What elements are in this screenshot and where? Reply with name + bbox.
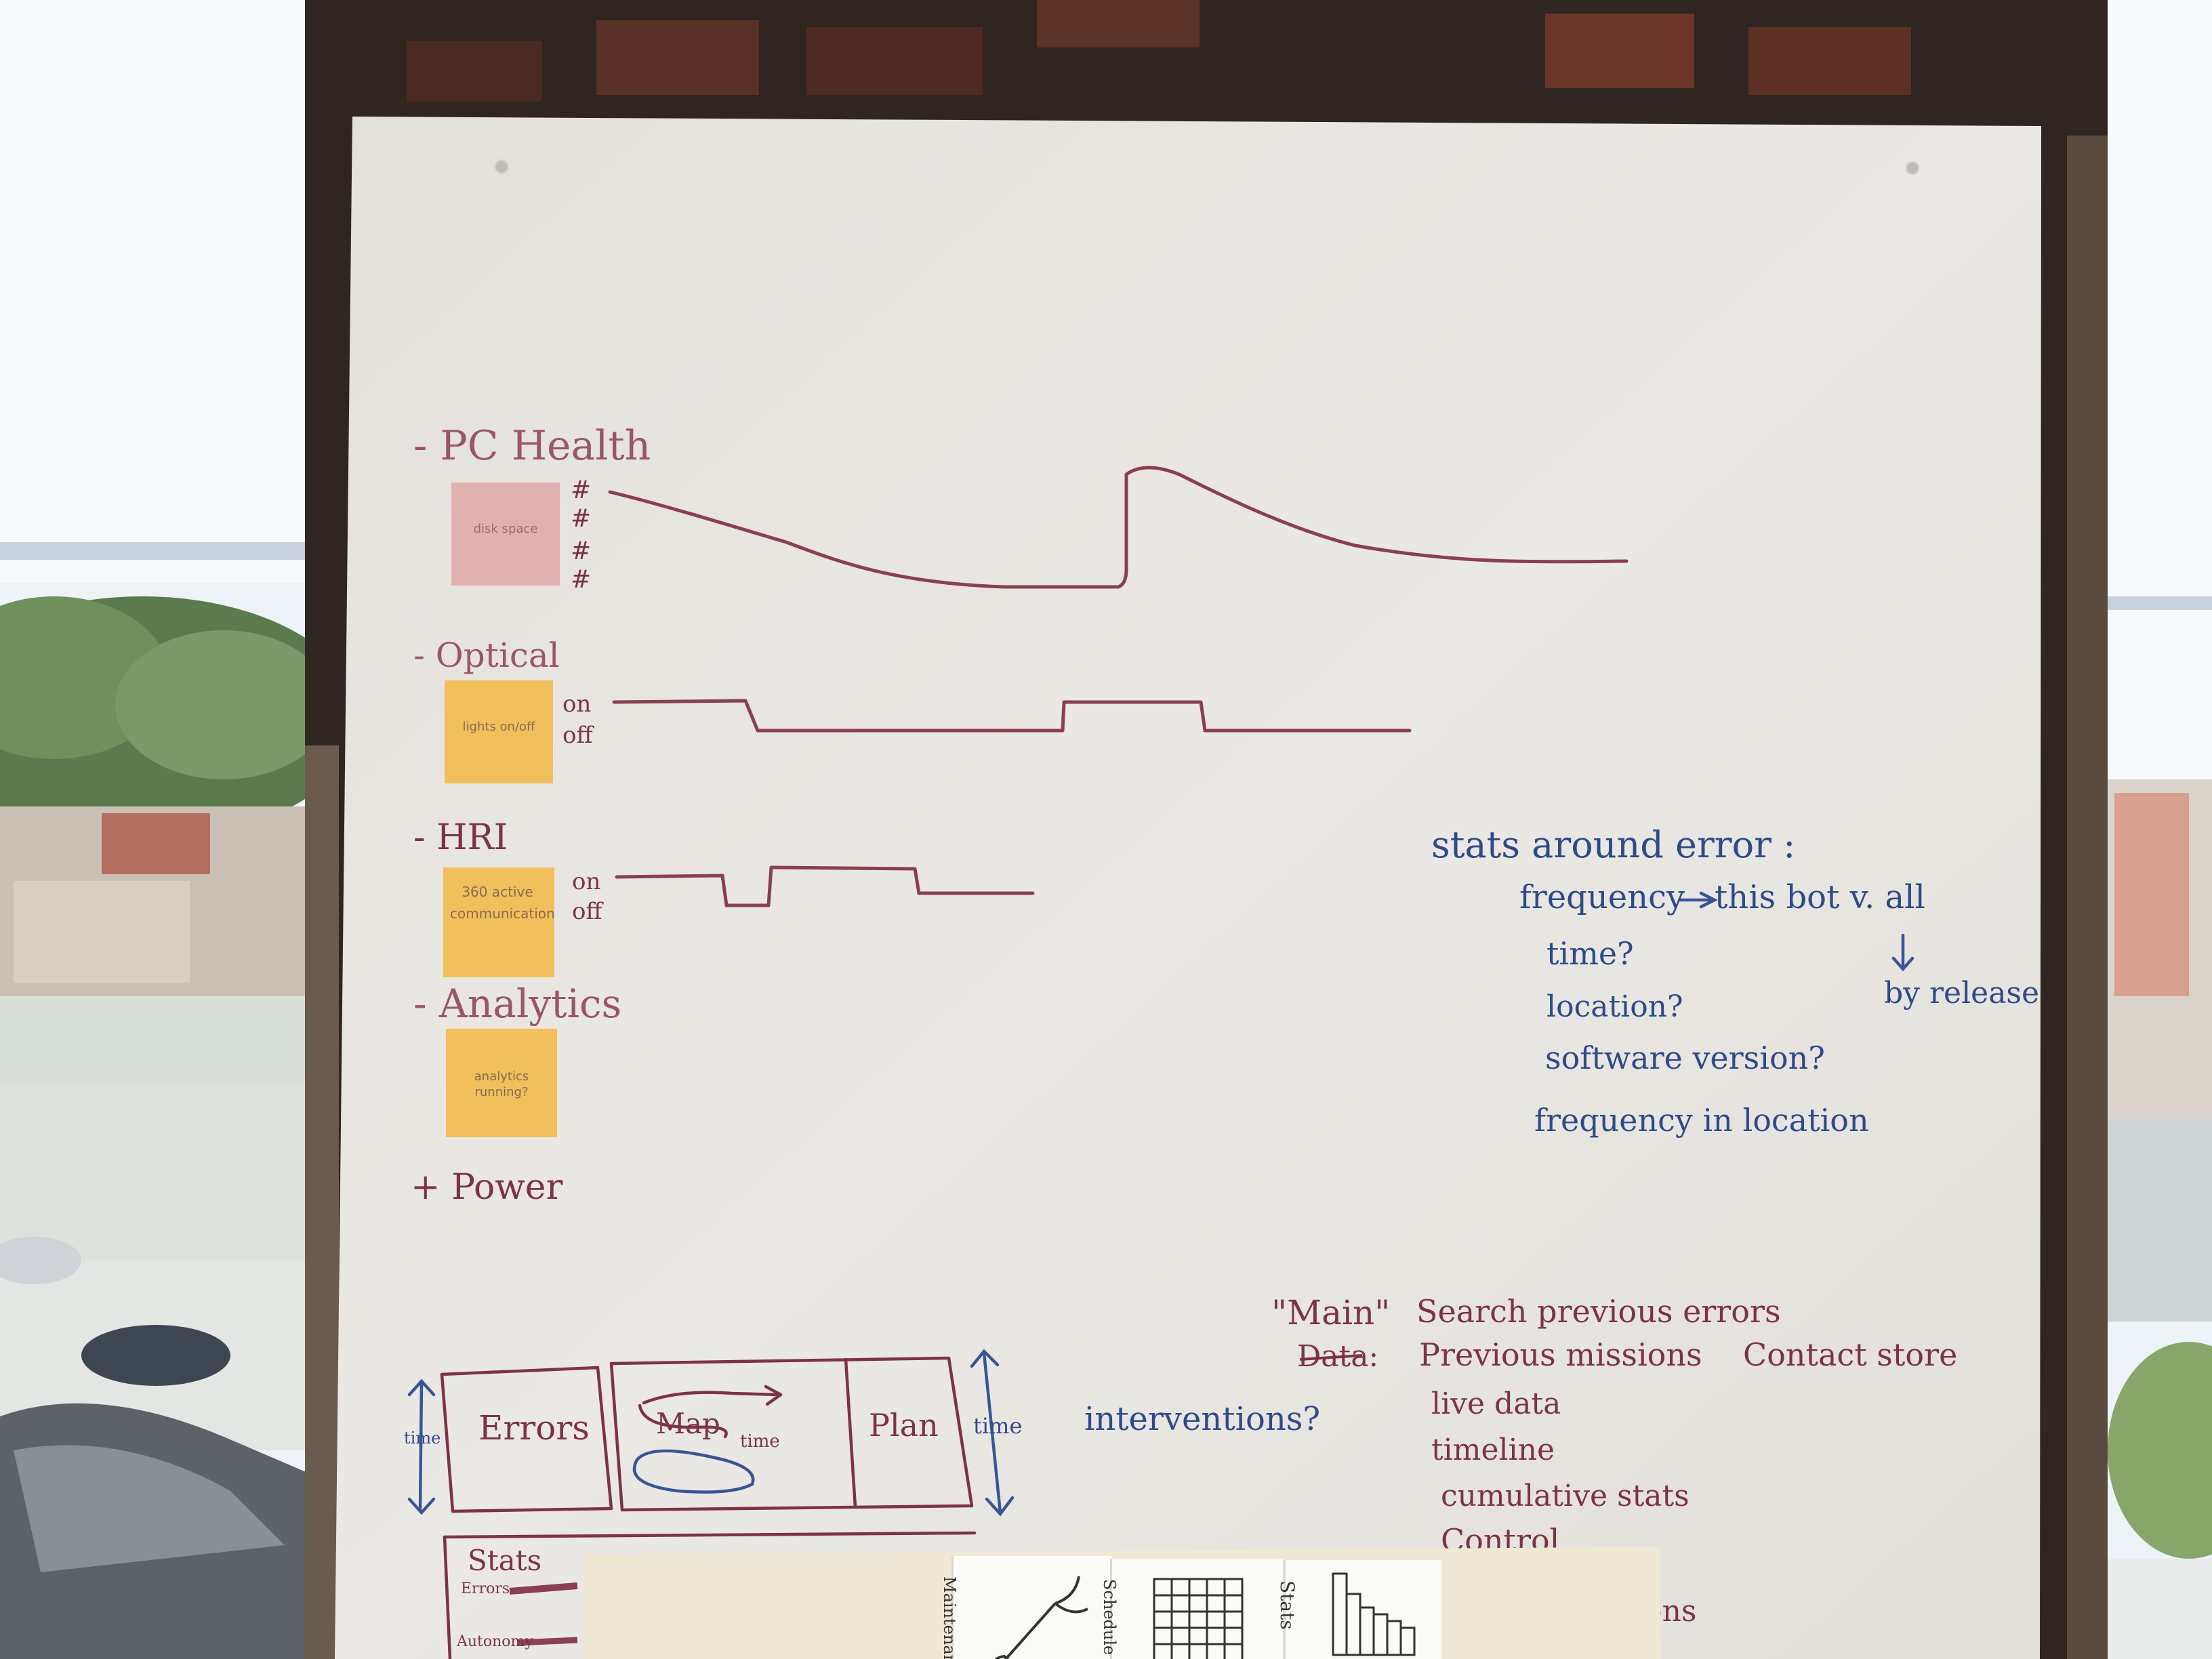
map-panel-frame	[609, 1356, 974, 1512]
timeline: timeline	[1431, 1433, 1555, 1467]
sticky-note-analytics: analytics running?	[446, 1029, 557, 1137]
axis-hash: #	[571, 537, 592, 565]
power-label: + Power	[411, 1167, 563, 1208]
plan-panel-label: Plan	[869, 1407, 939, 1443]
push-pin	[1907, 163, 1918, 173]
map-time-label: time	[740, 1431, 780, 1452]
paper-card-stats: Stats	[1276, 1560, 1441, 1659]
wrench-icon	[994, 1576, 1088, 1659]
map-route-arrow	[642, 1385, 783, 1406]
axis-hash: #	[571, 566, 592, 594]
hri-label: - HRI	[413, 817, 508, 858]
stats-line-comparison: this bot v. all	[1715, 878, 1925, 916]
axis-off: off	[562, 722, 593, 749]
stats-card-label: Stats	[1276, 1580, 1298, 1630]
data-label: Data:	[1297, 1339, 1379, 1374]
contact-store: Contact store	[1743, 1336, 1958, 1373]
stats-line-software-version: software version?	[1545, 1040, 1825, 1076]
axis-hash: #	[571, 476, 592, 504]
errors-panel-label: Errors	[478, 1408, 590, 1448]
time-label-right: time	[973, 1413, 1023, 1439]
axis-on: on	[572, 868, 601, 895]
optical-label: - Optical	[413, 636, 560, 675]
stats-heading: stats around error :	[1431, 823, 1796, 866]
lights-signal-line	[612, 699, 1412, 733]
previous-missions: Previous missions	[1419, 1336, 1702, 1373]
sticky-note-communication: 360 active communication	[443, 867, 555, 977]
errors-panel-frame	[440, 1366, 613, 1513]
stats-autonomy-row: Autonomy	[457, 1633, 533, 1650]
stats-panel-frame	[443, 1531, 977, 1539]
stats-errors-row: Errors	[461, 1580, 510, 1597]
time-label-left: time	[404, 1429, 441, 1448]
axis-off: off	[572, 898, 602, 925]
sticky-note-text: analytics running?	[474, 1069, 529, 1099]
main-title: "Main"	[1271, 1293, 1391, 1332]
maintenance-label: Maintenance	[940, 1576, 959, 1659]
right-time-arrow	[970, 1349, 1015, 1517]
paper-card-schedule: Schedule	[1100, 1559, 1283, 1659]
cumulative-stats: cumulative stats	[1441, 1479, 1689, 1513]
frequency-arrow	[1677, 891, 1719, 909]
map-route-line	[638, 1404, 728, 1439]
stats-line-frequency: frequency	[1519, 878, 1685, 916]
disk-space-curve	[608, 466, 1629, 589]
map-panel-label: Map	[656, 1407, 720, 1440]
schedule-label: Schedule	[1100, 1579, 1119, 1656]
by-release-arrow	[1891, 933, 1914, 972]
paper-card-maintenance: Maintenance	[940, 1556, 1112, 1659]
sticky-note-disk-space: disk space	[451, 483, 560, 586]
push-pin	[496, 161, 507, 172]
interventions-note: interventions?	[1084, 1400, 1321, 1438]
map-divider	[844, 1357, 857, 1509]
calendar-grid-icon	[1153, 1578, 1244, 1659]
axis-on: on	[562, 691, 592, 718]
pc-health-label: - PC Health	[413, 422, 651, 470]
analytics-label: - Analytics	[413, 981, 622, 1027]
search-previous-errors: Search previous errors	[1416, 1293, 1781, 1330]
axis-hash: #	[571, 505, 592, 533]
stats-panel-label: Stats	[468, 1544, 542, 1577]
stats-line-frequency-location: frequency in location	[1534, 1102, 1869, 1139]
sticky-note-lights: lights on/off	[445, 680, 553, 783]
sticky-note-text: lights on/off	[462, 720, 535, 734]
sticky-note-text: disk space	[473, 522, 538, 536]
bar-chart-icon	[1332, 1572, 1416, 1656]
communication-signal-line	[615, 865, 1035, 907]
stats-line-location: location?	[1547, 989, 1683, 1024]
left-time-arrow	[407, 1378, 436, 1515]
map-blob	[632, 1449, 755, 1494]
live-data: live data	[1431, 1387, 1561, 1421]
stats-side-note: by release	[1884, 976, 2040, 1010]
stats-line-time: time?	[1547, 935, 1634, 972]
sticky-note-text: 360 active communication	[450, 884, 555, 922]
